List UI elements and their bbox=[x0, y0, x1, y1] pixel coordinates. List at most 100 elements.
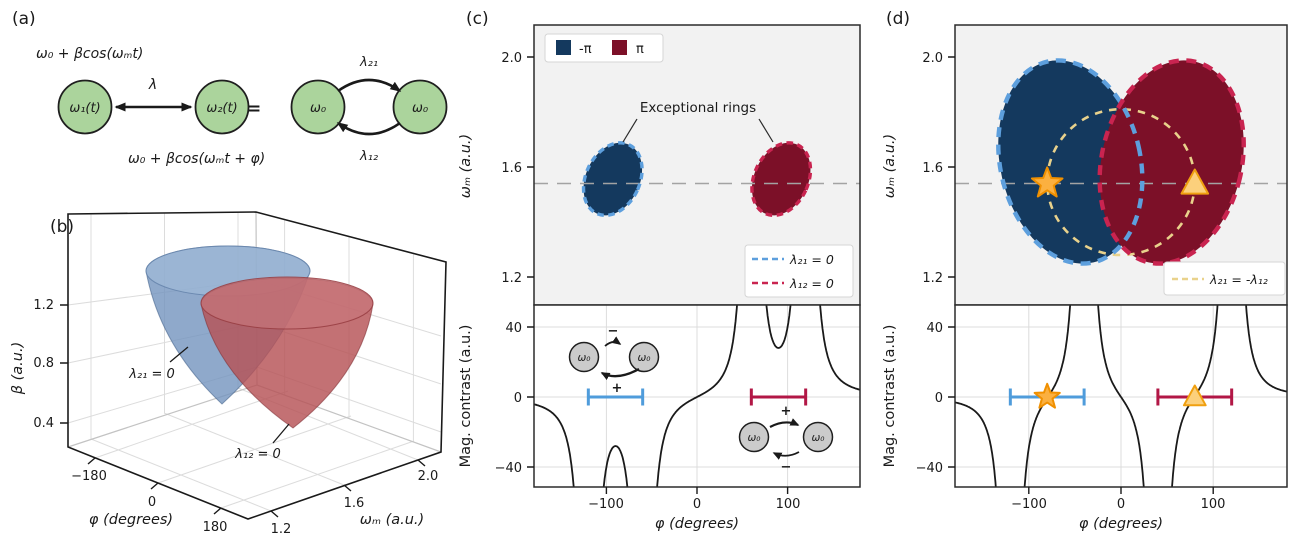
x-tick: −100 bbox=[588, 497, 624, 512]
eq-node-right-label: ω₀ bbox=[412, 101, 429, 116]
c-legend-label-red: λ₁₂ = 0 bbox=[789, 276, 834, 291]
d-legend-box bbox=[1163, 261, 1286, 296]
c-inset-right: ω₀ ω₀ + − bbox=[738, 404, 834, 475]
inset-sign-top: + bbox=[781, 404, 792, 419]
x-tick: −180 bbox=[71, 469, 107, 484]
oscillator-node-right-label: ω₂(t) bbox=[206, 101, 237, 116]
panel-a-label: (a) bbox=[12, 9, 36, 29]
exceptional-ring-red bbox=[751, 142, 811, 216]
y-tick: 40 bbox=[505, 321, 522, 336]
y-tick: 2.0 bbox=[922, 51, 943, 66]
y-tick: 1.2 bbox=[271, 522, 292, 537]
panel-a: (a) ω₀ + βcos(ωₘt) ω₀ + βcos(ωₘt + φ) ω₁… bbox=[12, 9, 448, 167]
drive-formula-top: ω₀ + βcos(ωₘt) bbox=[36, 46, 143, 62]
c-top-y-axis-label: ωₘ (a.u.) bbox=[458, 134, 474, 198]
y-tick: 40 bbox=[926, 321, 943, 336]
triangle-marker bbox=[1182, 384, 1207, 407]
inset-node bbox=[738, 421, 770, 453]
inset-arrow-top bbox=[604, 336, 622, 347]
axes3d-box bbox=[67, 211, 447, 520]
inset-node-label: ω₀ bbox=[637, 352, 651, 364]
rate-top-label: λ₂₁ bbox=[359, 55, 378, 70]
d-bottom-markers bbox=[1033, 382, 1207, 409]
y-tick: 2.0 bbox=[418, 469, 439, 484]
phase-range-bars bbox=[586, 388, 808, 406]
axes3d-ticks bbox=[60, 304, 426, 518]
inset-node-label: ω₀ bbox=[747, 432, 761, 444]
c-legend-label-blue: λ₂₁ = 0 bbox=[789, 252, 834, 267]
panel-c-label: (c) bbox=[466, 9, 489, 29]
region-red-fill bbox=[1099, 60, 1244, 264]
y-tick: −40 bbox=[916, 461, 943, 476]
y-axis-label: ωₘ (a.u.) bbox=[360, 512, 424, 528]
mag-contrast-curve bbox=[534, 305, 860, 487]
d-top-y-axis-label: ωₘ (a.u.) bbox=[882, 134, 898, 198]
oscillator-node-left-label: ω₁(t) bbox=[69, 101, 100, 116]
rate-bottom-label: λ₁₂ bbox=[359, 149, 378, 164]
phase-legend-label-pos: π bbox=[636, 42, 644, 57]
y-tick: 1.6 bbox=[344, 496, 365, 511]
y-tick: 1.2 bbox=[922, 271, 943, 286]
oscillator-node-left bbox=[57, 79, 113, 135]
eq-node-left-label: ω₀ bbox=[310, 101, 327, 116]
coupling-label: λ bbox=[148, 77, 157, 93]
surface-lambda12-pointer bbox=[272, 423, 290, 444]
y-tick: 1.6 bbox=[922, 161, 943, 176]
x-tick: 0 bbox=[148, 495, 156, 510]
y-tick: 0 bbox=[514, 391, 522, 406]
x-tick: −100 bbox=[1011, 497, 1047, 512]
d-bottom-plot: 40 0 −40 −100 0 100 φ (degrees) Mag. con… bbox=[882, 304, 1288, 532]
phase-legend-label-neg: -π bbox=[579, 42, 592, 57]
y-tick: 1.2 bbox=[501, 271, 522, 286]
panel-d: (d) λ₂₁ = -λ₁₂ 2.0 1.6 1.2 ωₘ (a.u.) bbox=[882, 9, 1288, 532]
phase-legend-swatch-pos bbox=[612, 40, 627, 55]
x-tick: 0 bbox=[693, 497, 701, 512]
inset-node-label: ω₀ bbox=[577, 352, 591, 364]
surface-lambda12 bbox=[200, 276, 374, 429]
rate-arrow-bottom bbox=[336, 121, 401, 136]
d-bottom-ticks bbox=[948, 326, 1214, 494]
inset-node bbox=[568, 341, 600, 373]
x-tick: 0 bbox=[1117, 497, 1125, 512]
exceptional-ring-blue bbox=[583, 142, 643, 216]
x-axis-label: φ (degrees) bbox=[89, 512, 173, 528]
inset-node bbox=[802, 421, 834, 453]
panel-b: (b) λ₂₁ = 0 λ₁₂ = 0 1.2 0.8 0.4 −180 0 1… bbox=[10, 211, 447, 537]
panel-d-label: (d) bbox=[886, 9, 910, 29]
annotation-pointer-right bbox=[758, 118, 774, 143]
y-tick: 2.0 bbox=[501, 51, 522, 66]
phase-legend-box bbox=[544, 33, 664, 63]
surface-lambda21-pointer bbox=[169, 346, 189, 363]
equals-sign: = bbox=[247, 99, 261, 119]
phase-legend-swatch-neg bbox=[556, 40, 571, 55]
eq-node-right bbox=[392, 79, 448, 135]
inset-node-label: ω₀ bbox=[811, 432, 825, 444]
annotation-pointer-left bbox=[622, 118, 638, 143]
d-top-markers bbox=[1030, 166, 1210, 198]
x-tick: 100 bbox=[1201, 497, 1226, 512]
inset-node bbox=[628, 341, 660, 373]
d-legend-label: λ₂₁ = -λ₁₂ bbox=[1209, 272, 1268, 287]
y-tick: 0 bbox=[935, 391, 943, 406]
c-bottom-y-axis-label: Mag. contrast (a.u.) bbox=[458, 325, 474, 468]
inset-arrow-bottom bbox=[600, 367, 640, 381]
region-blue-edge bbox=[996, 58, 1145, 266]
x-tick: 180 bbox=[203, 520, 228, 535]
d-bottom-y-axis-label: Mag. contrast (a.u.) bbox=[882, 325, 898, 468]
panel-c: (c) Exceptional rings -π π λ₂₁ = 0 λ₁₂ =… bbox=[458, 9, 861, 532]
inset-sign-bottom: + bbox=[612, 381, 623, 396]
inset-sign-top: − bbox=[608, 324, 619, 339]
d-top-plot: λ₂₁ = -λ₁₂ 2.0 1.6 1.2 ωₘ (a.u.) bbox=[882, 24, 1288, 306]
rate-arrow-top bbox=[337, 78, 402, 93]
y-tick: −40 bbox=[495, 461, 522, 476]
d-x-axis-label: φ (degrees) bbox=[1079, 516, 1163, 532]
triangle-marker bbox=[1180, 168, 1210, 195]
z-axis-label: β (a.u.) bbox=[10, 342, 26, 395]
mag-contrast-curve bbox=[955, 305, 1287, 487]
c-top-plot: Exceptional rings -π π λ₂₁ = 0 λ₁₂ = 0 2… bbox=[458, 24, 861, 306]
star-marker bbox=[1033, 382, 1061, 409]
inset-arrow-top bbox=[769, 418, 800, 428]
y-tick: 1.6 bbox=[501, 161, 522, 176]
z-tick: 1.2 bbox=[33, 298, 54, 313]
